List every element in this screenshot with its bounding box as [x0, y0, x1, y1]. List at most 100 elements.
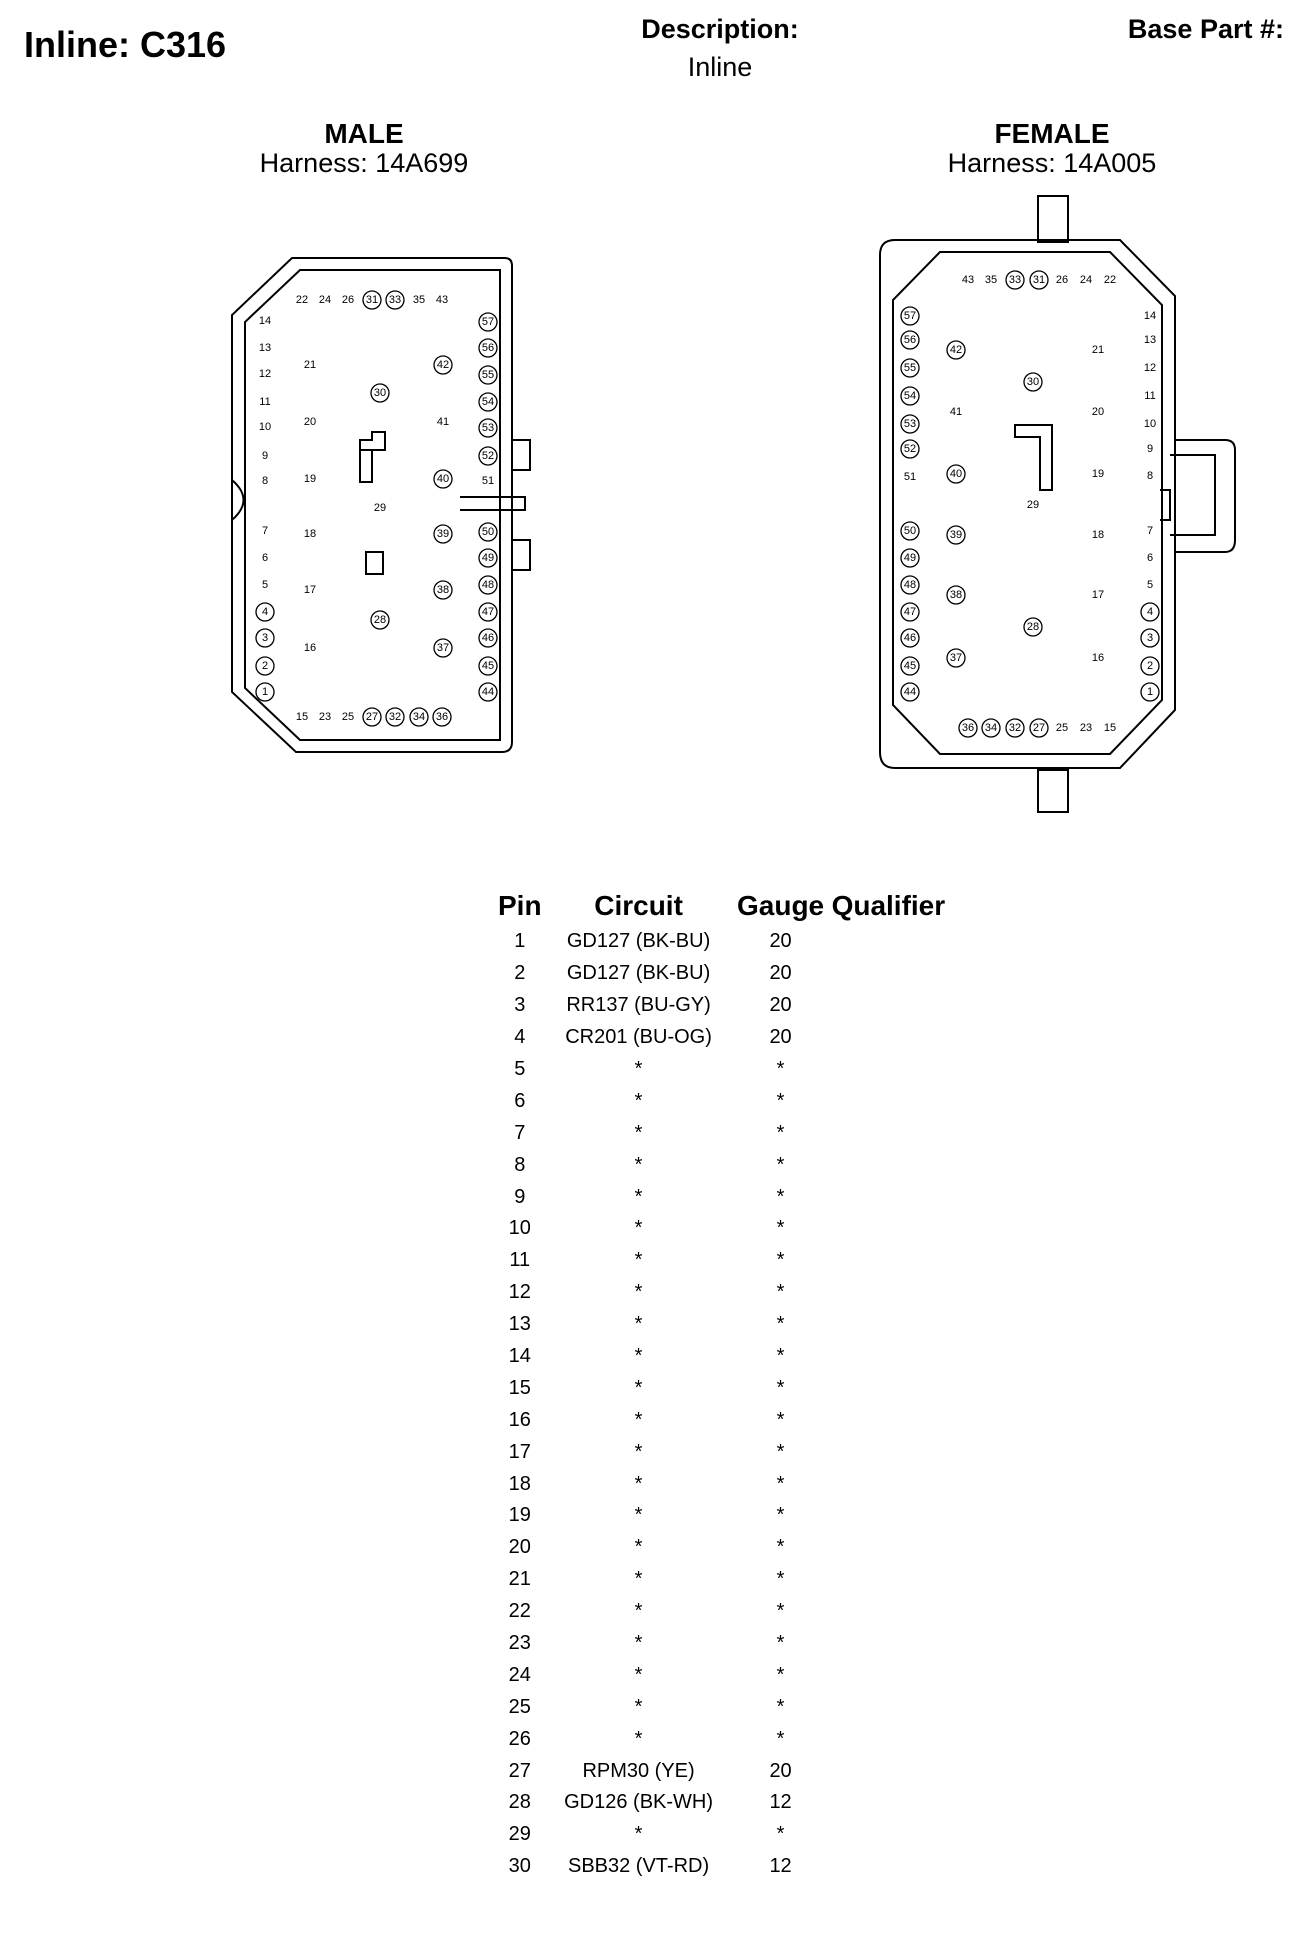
- table-row: 29**: [495, 1819, 948, 1851]
- pin-label: 47: [482, 606, 494, 618]
- circuit-cell: *: [634, 1472, 643, 1495]
- pin-label: 22: [1104, 274, 1116, 286]
- pin-circle: [478, 446, 498, 466]
- pin-cell: 16: [508, 1408, 531, 1431]
- female-center-key: [1014, 424, 1053, 491]
- pin-circle: [900, 602, 920, 622]
- pin-label: 39: [950, 529, 962, 541]
- female-pin-55: 55: [900, 358, 920, 378]
- female-housing-inner: [892, 251, 1163, 755]
- gauge-cell: *: [776, 1058, 785, 1080]
- pin-label: 42: [437, 359, 449, 371]
- pin-label: 54: [904, 390, 916, 402]
- table-row: 13**: [495, 1309, 948, 1341]
- table-row: 16**: [495, 1404, 948, 1436]
- pin-circle: [433, 355, 453, 375]
- pin-label: 43: [962, 274, 974, 286]
- qualifier-cell: [829, 1596, 949, 1628]
- female-latch-catch: [1160, 489, 1171, 521]
- table-row: 5**: [495, 1054, 948, 1086]
- pin-label: 37: [437, 642, 449, 654]
- pin-cell: 19: [508, 1504, 531, 1527]
- pin-label: 16: [304, 642, 316, 654]
- circuit-cell: CR201 (BU-OG): [565, 1026, 712, 1049]
- pin-label: 1: [1147, 686, 1153, 698]
- pin-label: 53: [904, 418, 916, 430]
- table-row: 26**: [495, 1723, 948, 1755]
- female-latch-inner: [1170, 454, 1216, 536]
- qualifier-cell: [829, 1500, 949, 1532]
- male-pin-44: 44: [478, 682, 498, 702]
- table-row: 24**: [495, 1659, 948, 1691]
- pin-cell: 1: [514, 930, 526, 953]
- female-pin-17: 17: [1092, 589, 1104, 601]
- male-pin-31: 31: [362, 290, 382, 310]
- pin-label: 30: [374, 387, 386, 399]
- gauge-cell: *: [776, 1440, 785, 1463]
- qualifier-cell: [829, 1085, 949, 1117]
- pin-circle: [946, 525, 966, 545]
- male-pin-47: 47: [478, 602, 498, 622]
- gauge-cell: 20: [769, 1759, 792, 1782]
- pin-cell: 13: [508, 1313, 531, 1336]
- female-pin-21: 21: [1092, 344, 1104, 356]
- female-top-tab: [1037, 195, 1069, 243]
- qualifier-cell: [829, 1628, 949, 1660]
- male-pin-8: 8: [262, 475, 268, 487]
- pin-label: 20: [1092, 406, 1104, 418]
- male-pin-30: 30: [370, 383, 390, 403]
- pin-circle: [433, 580, 453, 600]
- pin-circle: [900, 439, 920, 459]
- pin-circle: [255, 602, 275, 622]
- pin-label: 47: [904, 606, 916, 618]
- female-pin-46: 46: [900, 628, 920, 648]
- pin-cell: 2: [514, 962, 526, 985]
- pin-label: 56: [904, 334, 916, 346]
- female-pin-34: 34: [981, 718, 1001, 738]
- pin-circle: [385, 707, 405, 727]
- qualifier-cell: [829, 1468, 949, 1500]
- table-row: 17**: [495, 1436, 948, 1468]
- female-pin-27: 27: [1029, 718, 1049, 738]
- pin-label: 39: [437, 528, 449, 540]
- pin-label: 9: [1147, 443, 1153, 455]
- pin-circle: [478, 656, 498, 676]
- pin-cell: 11: [509, 1249, 531, 1272]
- pin-label: 6: [262, 552, 268, 564]
- male-pin-23: 23: [319, 711, 331, 723]
- table-row: 12**: [495, 1277, 948, 1309]
- pin-circle: [433, 524, 453, 544]
- female-pin-29: 29: [1027, 499, 1039, 511]
- qualifier-cell: [829, 1117, 949, 1149]
- pin-circle: [1005, 718, 1025, 738]
- pin-label: 46: [482, 632, 494, 644]
- female-pin-39: 39: [946, 525, 966, 545]
- pin-label: 36: [962, 722, 974, 734]
- circuit-cell: *: [634, 1536, 643, 1559]
- pin-circle: [362, 707, 382, 727]
- pin-label: 27: [366, 711, 378, 723]
- pin-label: 3: [1147, 632, 1153, 644]
- male-pin-9: 9: [262, 450, 268, 462]
- pin-label: 12: [259, 368, 271, 380]
- pin-label: 14: [1144, 310, 1156, 322]
- pin-circle: [900, 358, 920, 378]
- pin-label: 14: [259, 315, 271, 327]
- pin-label: 22: [296, 294, 308, 306]
- gauge-cell: 12: [769, 1791, 792, 1814]
- male-pin-42: 42: [433, 355, 453, 375]
- female-pin-7: 7: [1147, 525, 1153, 537]
- table-header-row: Pin Circuit Gauge Qualifier: [495, 890, 948, 926]
- pin-circle: [478, 575, 498, 595]
- female-pin-47: 47: [900, 602, 920, 622]
- pin-label: 20: [304, 416, 316, 428]
- female-pin-50: 50: [900, 521, 920, 541]
- male-pin-10: 10: [259, 421, 271, 433]
- circuit-cell: *: [634, 1185, 643, 1208]
- pin-label: 41: [437, 416, 449, 428]
- qualifier-cell: [829, 1277, 949, 1309]
- pin-circle: [385, 290, 405, 310]
- female-pin-40: 40: [946, 464, 966, 484]
